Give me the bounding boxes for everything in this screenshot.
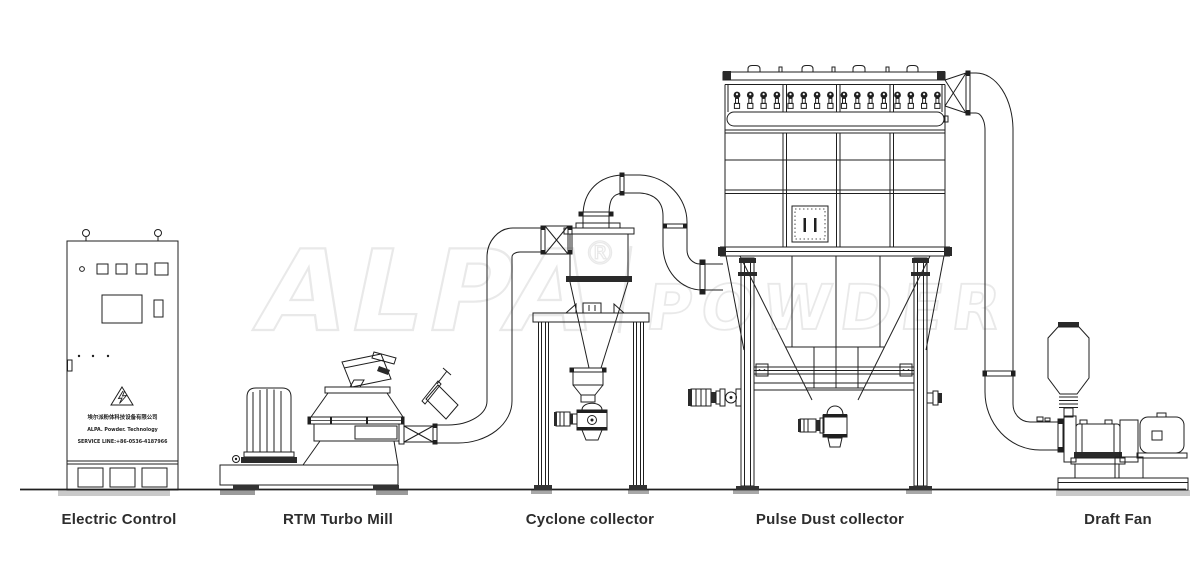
label-rtm-turbo-mill: RTM Turbo Mill <box>283 511 393 528</box>
pipe-cyclone-to-collector <box>582 172 723 295</box>
mill-motor <box>232 387 297 463</box>
label-draft-fan: Draft Fan <box>1084 511 1152 528</box>
pipe-collector-to-fan <box>944 70 1064 453</box>
rtm-turbo-mill-drawing <box>219 351 459 490</box>
cabinet-company-name-en: ALPA. Powder. Technology <box>87 427 158 433</box>
label-cyclone-collector: Cyclone collector <box>525 511 655 528</box>
screw-conveyor-motor <box>688 388 742 407</box>
alpa-watermark: ALPA ® POWDER <box>245 225 1015 358</box>
fan-motor <box>1136 412 1188 459</box>
collector-access-door <box>791 205 829 243</box>
cabinet-service-line: SERVICE LINE:+86-0536-4187966 <box>78 439 168 445</box>
fan-silencer <box>1047 322 1090 418</box>
cyclone-rotary-valve <box>554 402 608 441</box>
watermark-divider <box>617 245 633 334</box>
collector-legs <box>736 257 932 490</box>
label-electric-control: Electric Control <box>61 511 177 528</box>
draft-fan-drawing <box>1047 322 1189 491</box>
collector-rotary-valve <box>798 405 848 448</box>
watermark-registered-icon: ® <box>584 234 616 272</box>
pulse-valves <box>733 91 941 109</box>
mill-feed-hopper <box>341 351 397 388</box>
electric-control-drawing: 埃尔派粉体科技设备有限公司 ALPA. Powder. Technology S… <box>66 229 179 491</box>
watermark-powder-text: POWDER <box>642 271 1014 344</box>
warning-triangle-icon <box>110 386 134 406</box>
label-pulse-dust-collector: Pulse Dust collector <box>755 511 905 528</box>
mill-feed-nozzle <box>421 367 459 420</box>
mill-outlet-duct <box>398 423 438 445</box>
watermark-brand-text: ALPA <box>246 226 614 357</box>
cabinet-company-name-cn: 埃尔派粉体科技设备有限公司 <box>87 413 157 421</box>
cyclone-collector-drawing <box>532 211 650 490</box>
pulse-dust-collector-drawing <box>688 65 952 490</box>
ground-line <box>20 488 1190 496</box>
